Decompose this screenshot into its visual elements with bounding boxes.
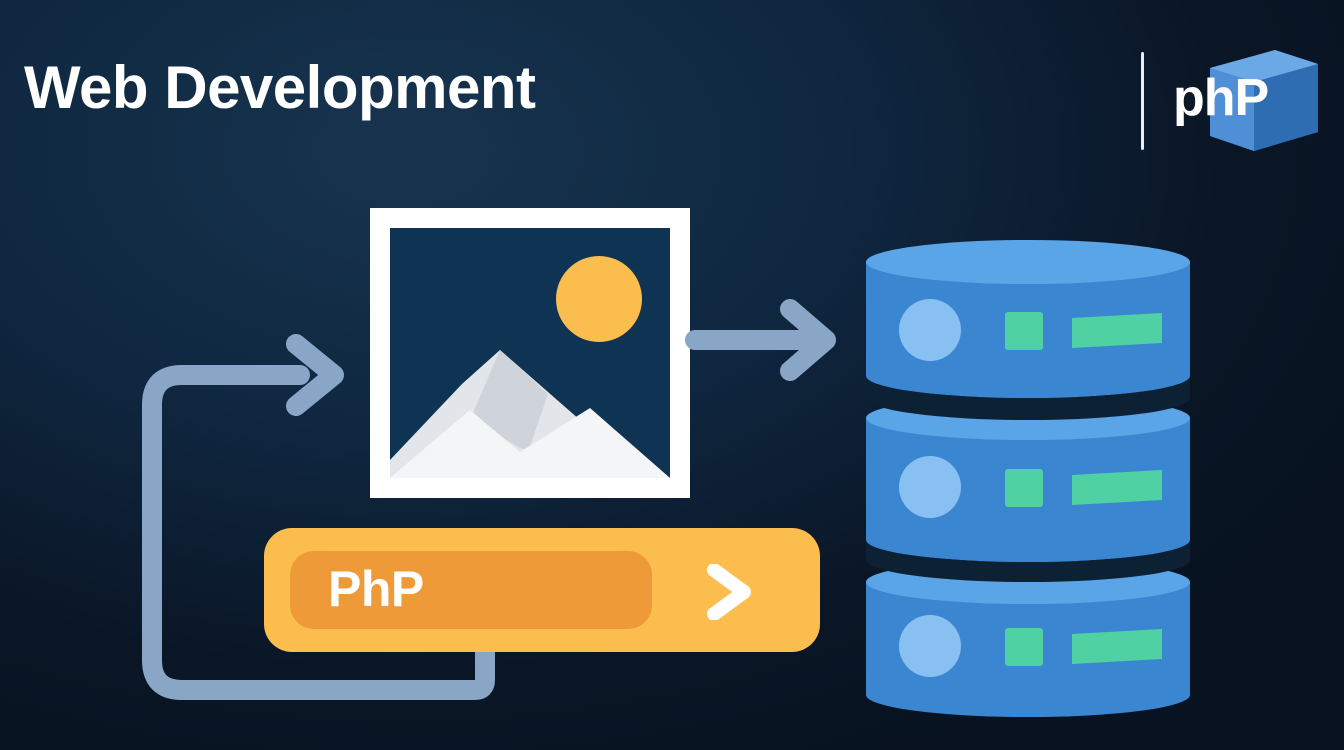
loop-arrow-icon — [142, 334, 495, 700]
chevron-right-icon — [707, 564, 751, 620]
header-divider — [1141, 52, 1144, 150]
database-icon — [866, 240, 1190, 717]
database-layer — [866, 396, 1190, 582]
php-pill: PhP — [290, 551, 652, 629]
php-logo-icon — [1210, 50, 1318, 151]
php-bar: PhP — [264, 528, 820, 652]
image-icon — [370, 208, 690, 498]
php-logo: phP — [1170, 50, 1330, 154]
arrow-right-icon — [685, 299, 836, 381]
database-layer — [866, 240, 1190, 420]
php-logo-text: phP — [1173, 69, 1269, 127]
database-layer — [866, 560, 1190, 717]
page-title: Web Development — [24, 54, 536, 121]
php-label: PhP — [328, 561, 424, 617]
